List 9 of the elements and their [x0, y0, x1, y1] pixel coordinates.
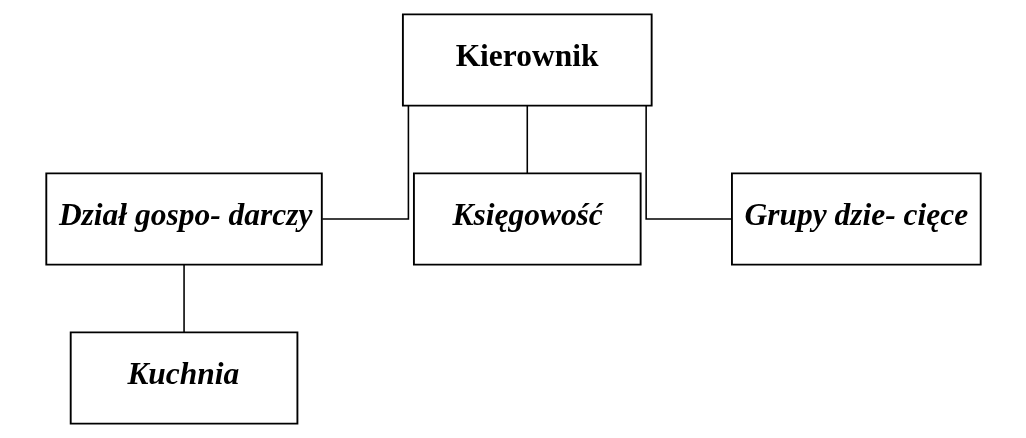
- connector: [526, 105, 528, 174]
- node-box: Kierownik: [401, 13, 653, 107]
- connector: [182, 264, 185, 333]
- node-box: Kuchnia: [69, 331, 298, 425]
- connector: [644, 105, 732, 220]
- node-box: Dział gospo- darczy: [44, 172, 323, 266]
- node-box: Księgowość: [412, 172, 642, 266]
- connector: [321, 105, 409, 220]
- node-box: Grupy dzie- cięce: [730, 172, 982, 266]
